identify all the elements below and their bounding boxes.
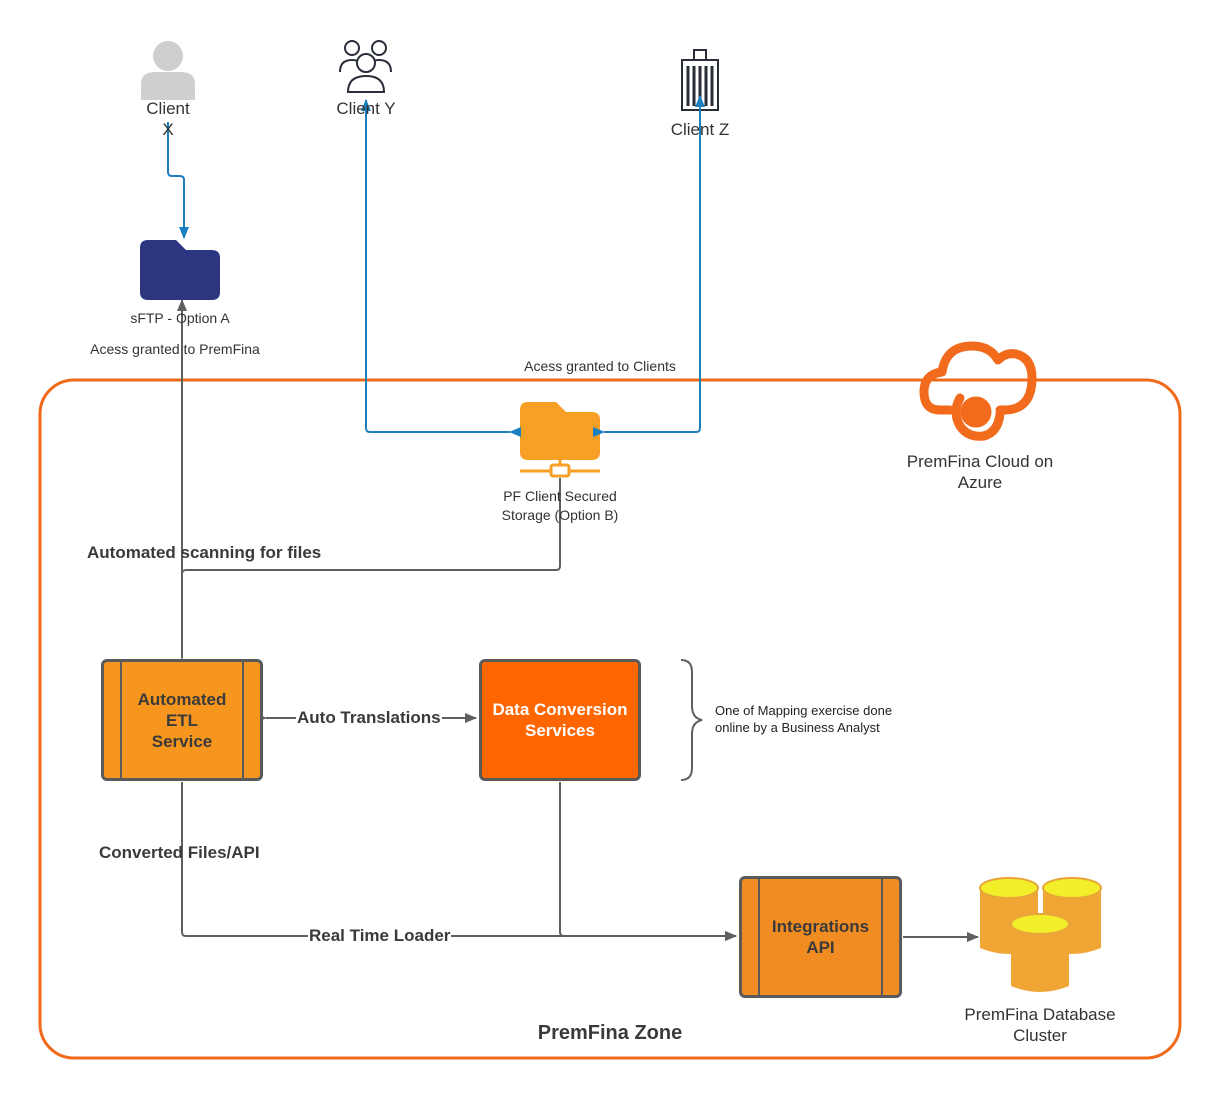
data-conversion-box: Data Conversion Services <box>479 659 641 781</box>
storage-access-label: Acess granted to Clients <box>524 358 676 374</box>
database-cluster-icon <box>979 877 1102 992</box>
zone-title: PremFina Zone <box>537 1022 683 1044</box>
integrations-api-box: Integrations API <box>739 876 902 998</box>
sftp-label: sFTP - Option A <box>130 310 230 326</box>
arrow-etl-to-integrations <box>181 782 737 941</box>
converted-files-edge-label: Converted Files/API <box>99 843 260 862</box>
arrow-storage-to-client-y <box>361 99 521 437</box>
client-z-label: Client Z <box>670 120 730 139</box>
arrow-storage-to-etl <box>181 478 561 600</box>
arrow-client-x-to-sftp <box>167 122 189 239</box>
scanning-edge-label: Automated scanning for files <box>87 543 322 562</box>
etl-right-bar <box>242 662 244 778</box>
mapping-note: One of Mapping exercise done online by a… <box>715 703 893 735</box>
cloud-label: PremFina Cloud on Azure <box>906 452 1054 492</box>
integrations-right-bar <box>881 879 883 995</box>
arrow-conversion-to-integrations <box>559 782 737 941</box>
auto-translations-edge-label: Auto Translations <box>296 708 442 728</box>
storage-label: PF Client Secured Storage (Option B) <box>501 488 619 523</box>
integrations-left-bar <box>758 879 760 995</box>
client-y-group-icon <box>339 40 392 93</box>
sftp-access-label: Acess granted to PremFina <box>90 341 260 357</box>
sftp-folder-icon <box>140 240 220 300</box>
etl-service-box: Automated ETL Service <box>101 659 263 781</box>
client-x-label: Client X <box>146 99 190 139</box>
data-conversion-label: Data Conversion Services <box>492 700 628 740</box>
storage-folder-icon <box>520 402 600 478</box>
note-brace <box>680 659 703 781</box>
database-label: PremFina Database Cluster <box>964 1005 1116 1045</box>
client-x-person-icon <box>141 41 195 100</box>
arrow-storage-to-client-z <box>593 95 705 437</box>
client-y-label: Client Y <box>336 99 396 118</box>
etl-left-bar <box>120 662 122 778</box>
real-time-loader-edge-label: Real Time Loader <box>308 926 452 946</box>
etl-service-label: Automated ETL Service <box>137 689 227 751</box>
integrations-api-label: Integrations API <box>771 917 870 957</box>
azure-cloud-icon <box>919 341 1037 441</box>
